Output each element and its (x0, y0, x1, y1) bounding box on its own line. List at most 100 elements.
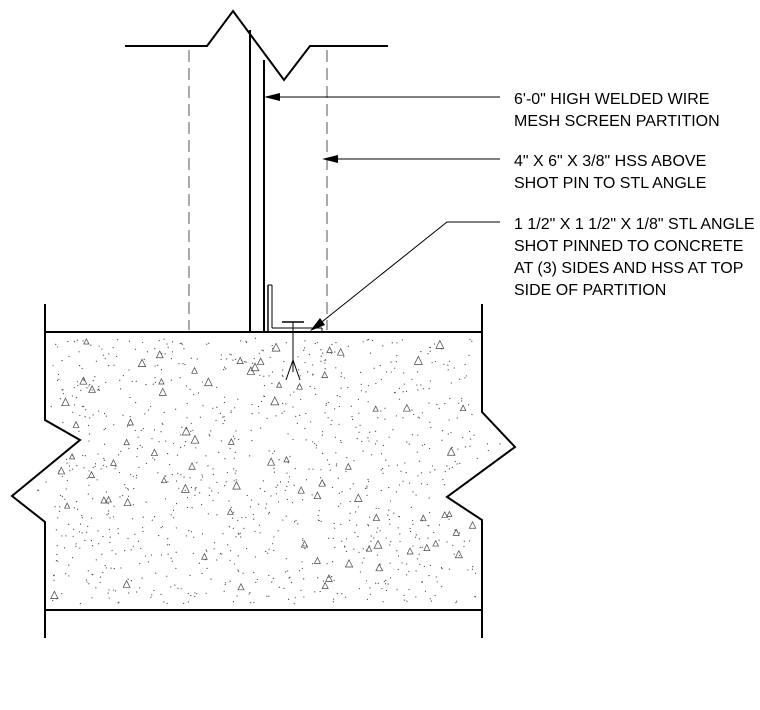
stipple-dot (240, 536, 242, 538)
stipple-dot (173, 517, 175, 519)
stipple-dot (452, 544, 454, 546)
aggregate-mark (123, 497, 132, 507)
stipple-dot (404, 462, 406, 464)
stipple-dot (347, 345, 349, 347)
stipple-dot (135, 477, 137, 479)
stipple-dot (474, 596, 477, 598)
stipple-dot (338, 423, 340, 425)
stipple-dot (317, 514, 319, 517)
stipple-dot (196, 462, 198, 464)
stipple-dot (349, 500, 351, 503)
stipple-dot (57, 560, 59, 562)
stipple-dot (453, 553, 455, 555)
stipple-dot (66, 479, 68, 482)
stipple-dot (52, 365, 54, 367)
stipple-dot (363, 557, 365, 559)
stipple-dot (401, 562, 403, 564)
stipple-dot (279, 481, 282, 483)
stipple-dot (434, 594, 436, 597)
stipple-dot (403, 594, 405, 597)
stipple-dot (299, 375, 301, 377)
stipple-dot (175, 480, 178, 482)
stipple-dot (220, 354, 222, 356)
stipple-dot (464, 446, 466, 448)
stipple-dot (325, 359, 327, 361)
stipple-dot (305, 412, 307, 415)
stipple-dot (212, 468, 214, 470)
stipple-dot (349, 488, 351, 490)
stipple-dot (403, 599, 406, 601)
stipple-dot (465, 375, 467, 377)
stipple-dot (395, 415, 398, 417)
stipple-dot (166, 602, 168, 605)
stipple-dot (389, 544, 391, 546)
stipple-dot (405, 472, 407, 474)
stipple-dot (359, 424, 361, 427)
stipple-dot (341, 540, 343, 542)
stipple-dot (414, 536, 417, 538)
stipple-dot (351, 418, 354, 420)
stipple-dot (431, 362, 433, 364)
stipple-dot (52, 575, 55, 577)
stipple-dot (207, 465, 209, 467)
stipple-dot (322, 352, 324, 354)
stipple-dot (56, 545, 58, 547)
aggregate-mark (236, 356, 244, 364)
stipple-dot (308, 468, 310, 470)
stipple-dot (272, 347, 274, 350)
stipple-dot (73, 341, 76, 343)
stipple-dot (273, 471, 276, 473)
stipple-dot (360, 371, 362, 373)
note-line: AT (3) SIDES AND HSS AT TOP (514, 260, 743, 277)
stipple-dot (296, 422, 298, 424)
stipple-dot (327, 401, 329, 404)
stipple-dot (340, 523, 342, 526)
stipple-dot (447, 364, 449, 366)
stipple-dot (98, 410, 100, 412)
stipple-dot (161, 525, 164, 528)
stipple-dot (72, 411, 74, 413)
stipple-dot (382, 345, 384, 347)
aggregate-mark (297, 486, 305, 494)
stipple-dot (324, 368, 326, 370)
aggregate-mark (158, 377, 165, 385)
stipple-dot (464, 363, 466, 366)
stipple-dot (209, 435, 211, 437)
stipple-dot (62, 421, 64, 424)
aggregate-mark (250, 362, 260, 372)
stipple-dot (378, 507, 380, 510)
stipple-dot (233, 511, 235, 513)
stipple-dot (170, 586, 172, 588)
stipple-dot (420, 472, 423, 474)
aggregate-mark (201, 552, 208, 560)
aggregate-mark (452, 528, 460, 536)
stipple-dot (438, 524, 441, 526)
stipple-dot (462, 436, 464, 439)
stipple-dot (374, 443, 377, 445)
stipple-dot (120, 450, 122, 452)
stipple-dot (137, 540, 140, 542)
stipple-dot (286, 472, 288, 474)
stipple-dot (190, 422, 192, 424)
stipple-dot (224, 485, 226, 487)
stipple-dot (499, 443, 501, 445)
stipple-dot (104, 443, 106, 445)
stipple-dot (64, 498, 66, 500)
stipple-dot (250, 602, 252, 604)
stipple-dot (381, 587, 383, 590)
stipple-dot (281, 412, 283, 414)
stipple-dot (334, 351, 336, 353)
stipple-dot (234, 451, 236, 453)
stipple-dot (117, 532, 120, 535)
stipple-dot (68, 523, 70, 525)
aggregate-mark (372, 405, 379, 412)
stipple-dot (272, 452, 274, 455)
stipple-dot (127, 489, 129, 491)
stipple-dot (408, 443, 410, 445)
stipple-dot (131, 518, 134, 520)
aggregate-mark (402, 403, 411, 412)
stipple-dot (128, 447, 130, 450)
stipple-dot (212, 473, 214, 476)
stipple-dot (380, 410, 382, 412)
stipple-dot (314, 342, 316, 345)
